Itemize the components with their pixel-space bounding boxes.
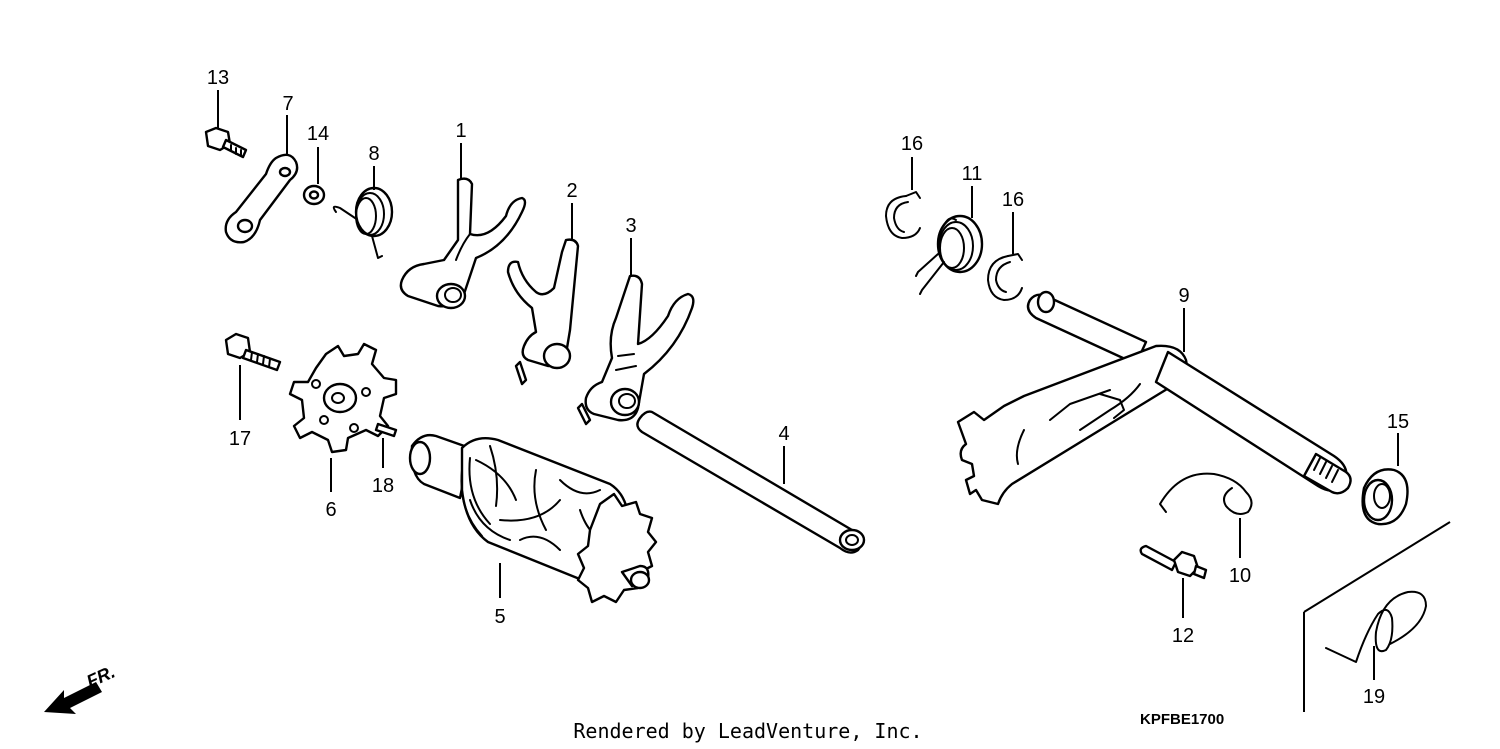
part-15-oil-seal[interactable] [1361,468,1409,526]
part-14-washer[interactable] [302,184,326,206]
callout-10: 10 [1229,565,1251,587]
callout-19: 19 [1363,686,1385,708]
callout-4: 4 [778,423,789,445]
part-3-shift-fork[interactable] [576,274,695,426]
part-18-dowel-pin[interactable] [374,422,398,438]
front-direction-indicator: FR. [44,662,118,714]
callout-16-upper: 16 [901,133,923,155]
callout-labels: 13 7 14 8 1 2 3 4 5 6 17 18 16 11 16 9 1… [207,67,1409,708]
part-8-spring[interactable] [332,186,394,259]
part-12-stopper-pin-bolt[interactable] [1139,544,1208,580]
callout-18: 18 [372,475,394,497]
part-16-circlip-lower[interactable] [987,253,1023,301]
part-2-shift-fork[interactable] [506,238,580,386]
callout-5: 5 [494,606,505,628]
callout-2: 2 [566,180,577,202]
front-arrow-icon [44,682,102,714]
part-16-circlip-upper[interactable] [885,191,921,239]
diagram-code: KPFBE1700 [1140,711,1224,728]
callout-15: 15 [1387,411,1409,433]
part-4-fork-shaft[interactable] [636,410,866,554]
part-10-spring[interactable] [1159,472,1253,515]
callout-17: 17 [229,428,251,450]
front-label: FR. [83,662,118,692]
callout-13: 13 [207,67,229,89]
part-9-gearshift-spindle[interactable] [956,290,1352,506]
part-5-shift-drum[interactable] [408,433,658,604]
callout-11: 11 [962,163,983,185]
part-13-bolt[interactable] [204,126,248,159]
callout-8: 8 [368,143,379,165]
callout-16-lower: 16 [1002,189,1024,211]
callout-9: 9 [1178,285,1189,307]
inset-divider [1303,521,1451,712]
part-17-bolt[interactable] [224,332,282,372]
part-6-drum-stopper-plate[interactable] [288,342,398,454]
part-19-spring[interactable] [1325,590,1427,663]
leader-lines [217,90,1399,680]
callout-3: 3 [625,215,636,237]
rendered-by-credit: Rendered by LeadVenture, Inc. [573,719,922,743]
callout-14: 14 [307,123,329,145]
part-7-stopper-arm[interactable] [224,153,299,244]
part-11-return-spring[interactable] [915,214,984,295]
part-1-shift-fork[interactable] [399,177,527,310]
callout-1: 1 [455,120,466,142]
callout-6: 6 [325,499,336,521]
callout-12: 12 [1172,625,1194,647]
callout-7: 7 [282,93,293,115]
